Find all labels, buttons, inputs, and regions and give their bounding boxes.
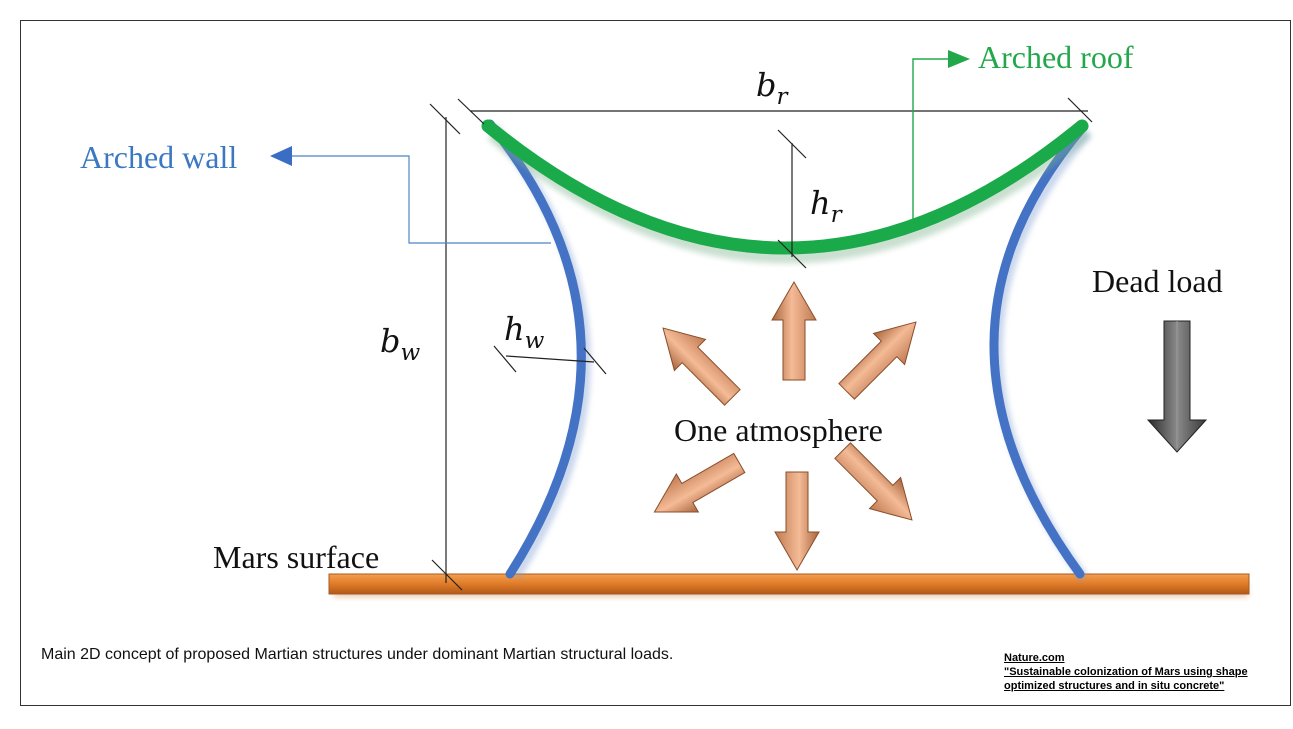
pressure-arrow-up-left: [662, 327, 741, 406]
hr-tick-bottom: [777, 239, 807, 269]
hw-dimension-line: [505, 355, 595, 363]
br-tick-right: [1067, 97, 1093, 123]
pressure-arrow-down-left: [653, 452, 746, 513]
citation-source[interactable]: Nature.com: [1004, 652, 1065, 664]
citation-title-line1[interactable]: "Sustainable colonization of Mars using …: [1004, 666, 1248, 678]
citation[interactable]: Nature.com "Sustainable colonization of …: [1004, 651, 1284, 693]
hw-tick-left: [493, 345, 517, 373]
mars-surface-label: Mars surface: [213, 539, 379, 575]
hw-tick-right: [583, 347, 607, 375]
pressure-arrow-down: [774, 471, 820, 571]
one-atmosphere-label: One atmosphere: [674, 412, 883, 448]
arched-wall-left: [485, 119, 586, 579]
arched-wall-right: [989, 121, 1089, 579]
dead-load-arrow: [1146, 320, 1208, 453]
bw-tick-top: [429, 103, 461, 135]
citation-title-line2[interactable]: optimized structures and in situ concret…: [1004, 680, 1225, 692]
arched-roof-arrowhead: [948, 50, 970, 68]
br-label: br: [756, 66, 789, 110]
arched-roof-label: Arched roof: [978, 39, 1134, 75]
br-tick-left: [457, 98, 485, 125]
arched-wall-arrowhead: [270, 146, 292, 166]
bw-label: bw: [380, 322, 420, 366]
bw-tick-bottom: [431, 559, 463, 591]
mars-surface-slab: [328, 573, 1250, 595]
arched-wall-leader: [290, 155, 551, 244]
figure-caption: Main 2D concept of proposed Martian stru…: [41, 646, 674, 663]
arched-roof-leader: [912, 58, 950, 220]
pressure-arrow-up: [771, 281, 817, 381]
pressure-arrow-down-right: [834, 442, 913, 521]
pressure-arrows: [653, 281, 917, 571]
arched-roof: [481, 119, 1089, 255]
hr-tick-top: [777, 129, 807, 159]
pressure-arrow-up-right: [838, 321, 917, 400]
dead-load-label: Dead load: [1092, 263, 1223, 299]
hr-label: hr: [810, 184, 844, 228]
hw-label: hw: [504, 310, 545, 354]
arched-wall-label: Arched wall: [80, 139, 237, 175]
